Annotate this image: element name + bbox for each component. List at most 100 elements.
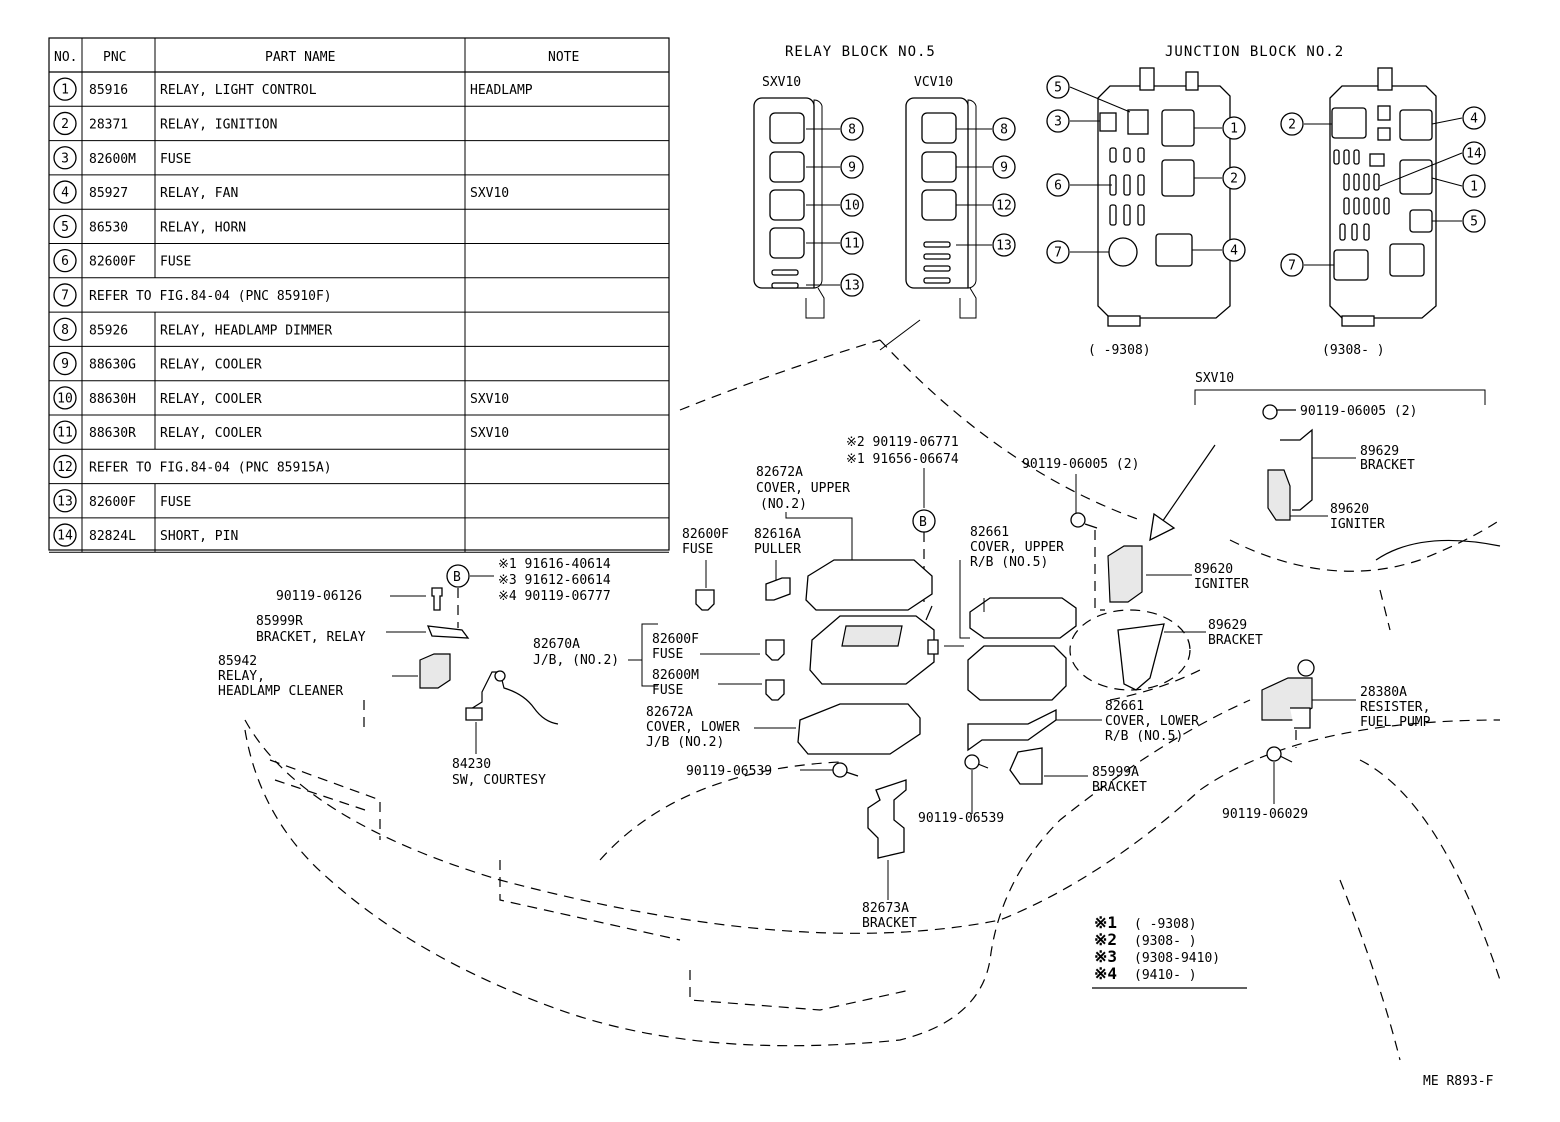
row-number: 13 <box>57 494 73 509</box>
row-part-name: RELAY, IGNITION <box>160 117 277 132</box>
jb-pnc: 82670A <box>533 637 580 652</box>
bracket-relay-pnc: 85999R <box>256 614 303 629</box>
b-marker-left-text: B <box>453 570 461 585</box>
jb-right-callout: 5 <box>1462 209 1486 233</box>
row-number: 2 <box>61 117 69 132</box>
relay-left-callout: 11 <box>840 231 864 255</box>
bracket-85999a-name: BRACKET <box>1092 780 1147 795</box>
relay-right-callout-number: 13 <box>996 239 1012 254</box>
cover-lower-name1: COVER, LOWER <box>646 720 740 735</box>
row-number: 8 <box>61 323 69 338</box>
sym2-top-label: ※2 90119-06771 <box>846 435 959 450</box>
sxv-igniter-name: IGNITER <box>1330 517 1385 532</box>
legend-range: (9308- ) <box>1134 934 1197 949</box>
bracket-highlight-ellipse <box>1069 609 1191 691</box>
sxv10-section-label: SXV10 <box>1195 371 1234 386</box>
row-pnc: 28371 <box>89 117 128 132</box>
bracket-relay-name: BRACKET, RELAY <box>256 630 366 645</box>
legend-range: (9308-9410) <box>1134 951 1220 966</box>
relay-left-callout-number: 11 <box>844 237 860 252</box>
row-note: SXV10 <box>470 426 509 441</box>
legend-row: ※4(9410- ) <box>1094 964 1197 983</box>
relay-left-callout-number: 9 <box>848 161 856 176</box>
relay-right-callout: 9 <box>992 155 1016 179</box>
relay-right-variant: VCV10 <box>914 75 953 90</box>
row-number: 7 <box>61 288 69 303</box>
igniter-pnc: 89620 <box>1194 562 1233 577</box>
fuse-f2-icon <box>765 639 785 661</box>
jb-cluster: ※2 90119-06771 ※1 91656-06674 B 82672A C… <box>533 435 964 931</box>
jb-left-callout-number: 4 <box>1230 244 1238 259</box>
relay-left-callout-number: 13 <box>844 279 860 294</box>
center-parts: 90119-06005 (2) 89620 IGNITER 89629 BRAC… <box>918 457 1431 826</box>
bracket-89629-pnc: 89629 <box>1208 618 1247 633</box>
bracket-85999a-icon <box>1009 747 1043 785</box>
row-part-name: FUSE <box>160 255 191 270</box>
jb-right-callout: 14 <box>1462 141 1486 165</box>
bracket-85999a-pnc: 85999A <box>1092 765 1139 780</box>
col-header-part-name: PART NAME <box>265 50 335 65</box>
jb-lower-cover-icon <box>797 703 921 755</box>
legend-mark: ※1 <box>1094 913 1117 932</box>
row-number: 10 <box>57 391 73 406</box>
arrow-head <box>1149 512 1176 542</box>
sxv-igniter-icon <box>1267 469 1291 521</box>
rb-upper-pnc: 82661 <box>970 525 1009 540</box>
figure-code: ME R893-F <box>1423 1074 1494 1089</box>
relay-right-callout-number: 9 <box>1000 161 1008 176</box>
fuse-m-name: FUSE <box>652 683 683 698</box>
relay-left-callout-number: 8 <box>848 123 856 138</box>
car-body-outline <box>244 319 1501 1061</box>
sxv-bracket-pnc: 89629 <box>1360 444 1399 459</box>
b-marker-top-text: B <box>919 515 927 530</box>
col-header-no: NO. <box>54 50 77 65</box>
row-number: 9 <box>61 357 69 372</box>
cover-upper-name2: (NO.2) <box>760 497 807 512</box>
row-pnc: 82600M <box>89 152 136 167</box>
row-number: 3 <box>61 151 69 166</box>
row-part-name: RELAY, LIGHT CONTROL <box>160 83 317 98</box>
fuse-m-pnc: 82600M <box>652 668 699 683</box>
sxv-bracket-icon <box>1280 428 1313 511</box>
jb-left-callout: 1 <box>1222 116 1246 140</box>
legend: ※1( -9308)※2(9308- )※3(9308-9410)※4(9410… <box>1092 913 1247 989</box>
row-note: SXV10 <box>470 392 509 407</box>
row-pnc: 85926 <box>89 323 128 338</box>
bolt-left-icon <box>431 587 443 611</box>
cover-lower-pnc: 82672A <box>646 705 693 720</box>
jb-right-range: (9308- ) <box>1322 343 1385 358</box>
row-part-name: RELAY, FAN <box>160 186 238 201</box>
row-part-name: REFER TO FIG.84-04 (PNC 85910F) <box>89 289 332 304</box>
relay-left-variant: SXV10 <box>762 75 801 90</box>
fuse-f-icon <box>695 589 715 611</box>
relay-left-callout: 9 <box>840 155 864 179</box>
relay-cleaner-name1: RELAY, <box>218 669 265 684</box>
bolt-center-label: 90119-06005 (2) <box>1022 457 1139 472</box>
sxv-bracket-name: BRACKET <box>1360 458 1415 473</box>
row-number: 11 <box>57 426 73 441</box>
row-number: 5 <box>61 220 69 235</box>
row-note: HEADLAMP <box>470 83 533 98</box>
rb-upper-name2: R/B (NO.5) <box>970 555 1048 570</box>
jb-left-callout-number: 7 <box>1054 246 1062 261</box>
puller-icon <box>765 577 791 601</box>
left-parts: ※1 91616-40614 ※3 91612-60614 ※4 90119-0… <box>218 557 611 788</box>
jb-left-callout: 3 <box>1046 109 1070 133</box>
col-header-pnc: PNC <box>103 50 126 65</box>
fuse-m-icon <box>765 679 785 701</box>
bracket-relay-icon <box>426 625 470 639</box>
relay-cleaner-pnc: 85942 <box>218 654 257 669</box>
row-part-name: FUSE <box>160 495 191 510</box>
table-row: 2 28371 RELAY, IGNITION <box>53 111 277 136</box>
jb-left-callout: 7 <box>1046 240 1070 264</box>
